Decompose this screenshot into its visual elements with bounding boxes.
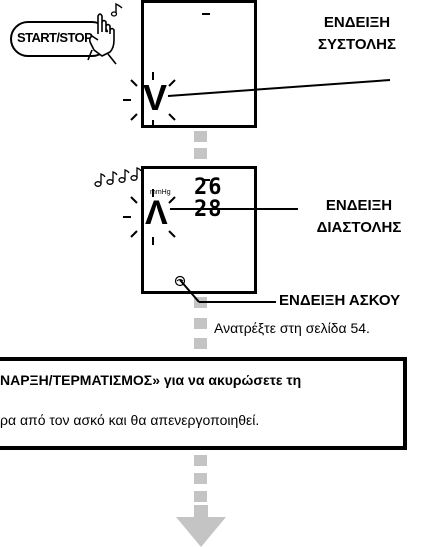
down-arrow-icon xyxy=(176,505,226,547)
start-stop-label: START/STOP xyxy=(17,30,93,45)
cuff-label: ΕΝΔΕΙΞΗ ΑΣΚΟΥ xyxy=(279,292,401,309)
pressure-unit: mmHg xyxy=(150,189,171,196)
guide-segment xyxy=(194,318,207,329)
guide-segment xyxy=(194,473,207,484)
systolic-arrow-glyph: V xyxy=(143,77,168,118)
diastolic-arrow-glyph: Λ xyxy=(145,194,168,232)
guide-segment xyxy=(194,131,207,142)
cancel-text-line2: ρα από τον ασκό και θα απενεργοποιηθεί. xyxy=(0,412,260,428)
lcd-top-dash xyxy=(202,13,210,15)
flash-burst-icon xyxy=(123,189,176,245)
lcd-top-dash xyxy=(202,179,210,181)
music-note-icon xyxy=(94,167,142,187)
systolic-label-line2: ΣΥΣΤΟΛΗΣ xyxy=(317,36,396,53)
cancel-text-line1: ΝΑΡΞΗ/ΤΕΡΜΑΤΙΣΜΟΣ» για να ακυρώσετε τη xyxy=(0,372,302,388)
guide-segment xyxy=(194,455,207,466)
lcd-display-systolic xyxy=(141,0,257,128)
guide-segment xyxy=(194,338,207,349)
diastolic-label-line2: ΔΙΑΣΤΟΛΗΣ xyxy=(316,219,402,236)
cancel-instruction-box: ΝΑΡΞΗ/ΤΕΡΜΑΤΙΣΜΟΣ» για να ακυρώσετε τη ρ… xyxy=(0,357,407,450)
hand-press-icon xyxy=(87,2,123,65)
flash-burst-icon xyxy=(123,72,176,128)
systolic-label-line1: ΕΝΔΕΙΞΗ xyxy=(323,14,391,31)
cuff-note: Ανατρέξτε στη σελίδα 54. xyxy=(214,320,370,336)
guide-segment xyxy=(194,148,207,159)
lcd-display-diastolic: mmHg 26 28 xyxy=(141,166,257,294)
systolic-label: ΕΝΔΕΙΞΗ ΣΥΣΤΟΛΗΣ xyxy=(298,12,416,56)
lcd-digits-top: 26 xyxy=(194,175,223,200)
diastolic-label-line1: ΕΝΔΕΙΞΗ xyxy=(325,197,393,214)
diastolic-label: ΕΝΔΕΙΞΗ ΔΙΑΣΤΟΛΗΣ xyxy=(300,195,418,239)
guide-segment xyxy=(194,491,207,502)
